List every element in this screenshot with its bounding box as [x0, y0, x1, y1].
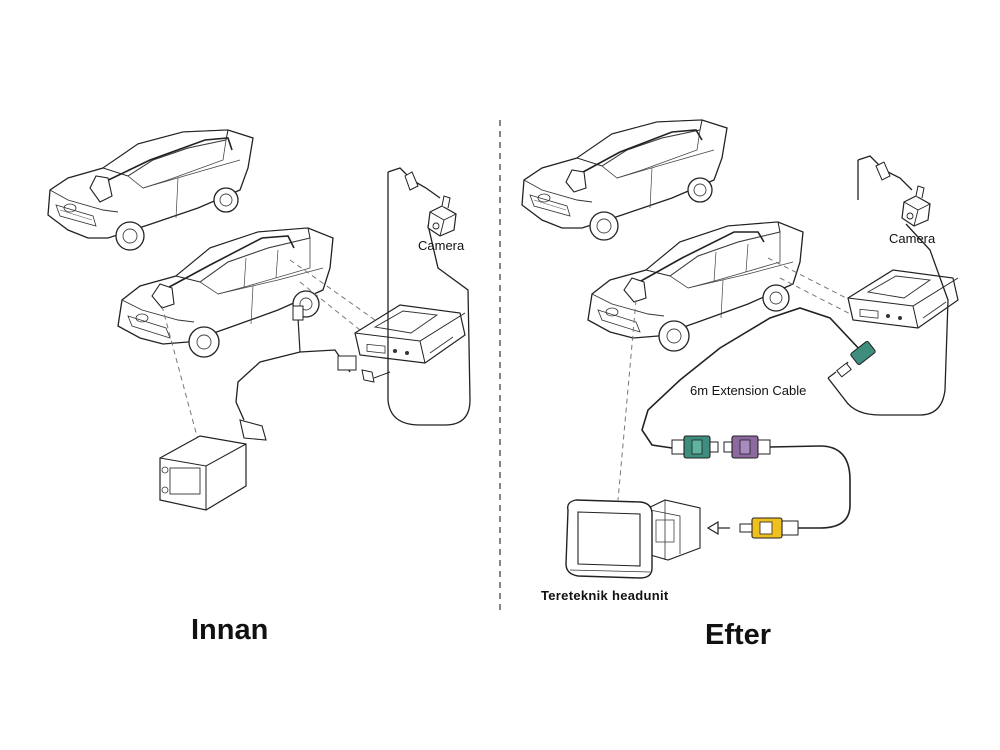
dashed-leaders-before	[161, 259, 376, 441]
wagon-after	[587, 221, 804, 352]
insert-arrow-icon	[706, 520, 719, 536]
interface-box-before	[354, 304, 466, 364]
extension-cable	[641, 307, 863, 449]
dashed-leaders-after	[617, 257, 863, 501]
interface-box-after	[847, 269, 959, 329]
wagon-before	[117, 227, 334, 358]
fakra-connector-violet	[723, 435, 771, 459]
fakra-connector-green	[671, 435, 719, 459]
before-panel	[47, 129, 471, 511]
rca-plug	[739, 517, 799, 539]
headunit-label: Tereteknik headunit	[541, 588, 669, 603]
camera-after	[901, 185, 931, 227]
after-panel	[521, 119, 959, 579]
after-caption: Efter	[705, 619, 772, 651]
original-head-unit	[159, 435, 247, 511]
camera-before	[427, 195, 457, 237]
sedan-after	[521, 119, 728, 241]
fakra-connector-box	[827, 341, 876, 379]
extension-cable-label: 6m Extension Cable	[690, 383, 807, 398]
camera-label-after: Camera	[889, 231, 936, 246]
camera-label-before: Camera	[418, 238, 465, 253]
before-caption: Innan	[191, 614, 269, 646]
tereteknik-headunit	[565, 499, 701, 579]
sedan-before	[47, 129, 254, 251]
